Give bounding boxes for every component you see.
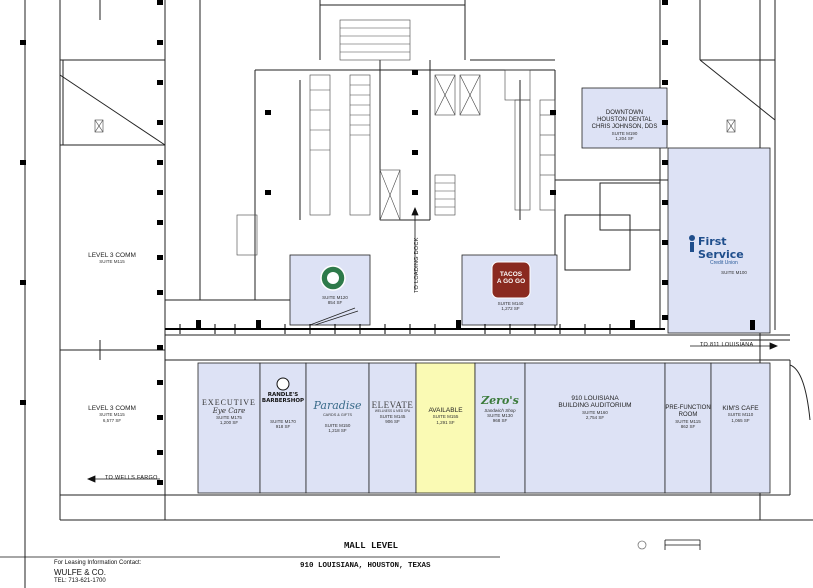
elevate-logo: ELEVATE	[371, 400, 414, 410]
starbucks-logo-inner	[327, 272, 339, 284]
level3-top-suite: SUITE M115	[99, 259, 125, 265]
m150-suite: SUITE M150	[324, 423, 351, 428]
first-service-suite: SUITE M100	[721, 270, 747, 276]
executive-logo: EXECUTIVE	[202, 398, 256, 407]
prefunction-line2: ROOM	[678, 411, 698, 418]
m155-sf: 1,291 SF	[436, 419, 455, 425]
tacos-logo-line2: A GO GO	[496, 278, 526, 286]
available-name: AVAILABLE	[428, 407, 463, 414]
m110-sf: 1,065 SF	[731, 417, 750, 423]
paradise-logo-sub: CARDS & GIFTS	[322, 412, 353, 417]
suite-m170-label: RANDLE'S BARBERSHOP SUITE M170 918 SF	[260, 392, 306, 429]
first-service-sub: Credit Union	[710, 260, 738, 267]
mall-level-title: MALL LEVEL	[344, 541, 399, 551]
suite-m140-label: SUITE M140 1,272 SF	[478, 301, 543, 311]
first-service-logo: First Service	[698, 235, 744, 261]
dental-line1: DOWNTOWN	[605, 110, 644, 116]
suite-m100-shape	[667, 147, 771, 334]
m145-sf: 906 SF	[385, 419, 400, 425]
dental-line2: HOUSTON DENTAL	[597, 116, 652, 123]
mall-suites	[197, 362, 771, 494]
stair-hatching	[94, 19, 736, 256]
to-loading-dock-label: TO LOADING DOCK	[414, 237, 420, 293]
m115-pre-sf: 862 SF	[680, 423, 696, 429]
contact-line1: For Leasing Information Contact:	[54, 560, 142, 566]
suite-m130-label: Zero's Sandwich Shop SUITE M130 968 SF	[475, 394, 525, 423]
kims-cafe-name: KIM'S CAFE	[722, 405, 759, 412]
m150-sf: 1,218 SF	[328, 428, 347, 434]
to-wells-fargo-label: TO WELLS FARGO	[105, 475, 158, 481]
level3-bottom-name: LEVEL 3 COMM	[88, 405, 136, 412]
randles-logo-sub: BARBERSHOP	[261, 398, 305, 405]
m175-sf: 1,200 SF	[219, 420, 239, 426]
first-service-icon	[689, 235, 695, 241]
executive-logo-sub: Eye Care	[212, 407, 246, 416]
level3-top-name: LEVEL 3 COMM	[88, 252, 136, 259]
auditorium-line1: 910 LOUISIANA	[571, 395, 619, 402]
address-line: 910 LOUISIANA, HOUSTON, TEXAS	[300, 562, 431, 570]
prefunction-line1: PRE-FUNCTION	[665, 405, 711, 411]
starbucks-sf: 854 SF	[327, 300, 343, 306]
suite-m175-label: EXECUTIVE Eye Care SUITE M175 1,200 SF	[198, 398, 260, 426]
m170-sf: 918 SF	[275, 423, 291, 429]
paradise-logo: Paradise	[313, 399, 362, 412]
suite-m190-shape	[581, 87, 668, 149]
suite-m150-label: Paradise CARDS & GIFTS SUITE M150 1,218 …	[306, 399, 369, 434]
tacos-logo-line1: TACOS	[499, 271, 523, 278]
dental-sf: 1,204 SF	[615, 135, 634, 141]
zeros-logo: Zero's	[481, 394, 519, 407]
north-arrow	[637, 540, 647, 550]
dental-line3: CHRIS JOHNSON, DDS	[591, 123, 658, 130]
level3-bottom-suite: SUITE M115	[99, 412, 125, 418]
dental-suite: SUITE M190	[611, 130, 638, 136]
elevate-logo-sub: WELLNESS & MED SPA	[374, 409, 411, 414]
suite-m120-label: SUITE M120 854 SF	[300, 295, 370, 305]
to-811-louisiana-label: TO 811 LOUISIANA	[700, 342, 754, 348]
randles-logo: RANDLE'S	[267, 392, 299, 398]
contact-line3: TEL: 713-621-1700	[54, 578, 106, 584]
ramp-lines	[309, 307, 359, 326]
suite-m100-label: First Service Credit Union SUITE M100	[698, 235, 770, 276]
zeros-logo-sub: Sandwich Shop	[484, 407, 516, 413]
m160-suite: SUITE M160	[582, 409, 608, 415]
suite-m110-label: KIM'S CAFE SUITE M110 1,065 SF	[711, 405, 770, 423]
suite-m115-prefunction-label: PRE-FUNCTION ROOM SUITE M115 862 SF	[665, 405, 711, 429]
barber-logo	[276, 377, 290, 391]
m130-sf: 968 SF	[492, 417, 508, 423]
tacos-sf: 1,272 SF	[501, 306, 520, 312]
suite-m190-label: DOWNTOWN HOUSTON DENTAL CHRIS JOHNSON, D…	[582, 110, 667, 141]
m175-suite: SUITE M175	[216, 415, 242, 421]
level3-comm-bottom-label: LEVEL 3 COMM SUITE M115 6,577 SF	[62, 405, 162, 423]
m155-suite: SUITE M155	[432, 414, 459, 420]
tacos-logo-text: TACOS A GO GO	[492, 271, 530, 286]
suite-m155-label: AVAILABLE SUITE M155 1,291 SF	[416, 407, 475, 425]
direction-arrows	[86, 206, 779, 483]
starbucks-suite: SUITE M120	[322, 295, 348, 300]
m130-suite: SUITE M130	[487, 412, 513, 418]
tacos-logo	[491, 261, 531, 299]
suite-m145-label: ELEVATE WELLNESS & MED SPA SUITE M145 90…	[369, 400, 416, 424]
m115-pre-suite: SUITE M115	[675, 418, 701, 424]
m110-suite: SUITE M110	[727, 412, 754, 418]
structural-columns	[20, 0, 755, 485]
m160-sf: 2,754 SF	[585, 415, 605, 421]
first-service-icon-body	[690, 242, 694, 252]
m170-suite: SUITE M170	[270, 418, 296, 424]
level3-comm-top-label: LEVEL 3 COMM SUITE M115	[62, 252, 162, 265]
glazing-mullions	[179, 324, 611, 334]
suite-m160-label: 910 LOUISIANA BUILDING AUDITORIUM SUITE …	[525, 395, 665, 420]
title-block	[0, 539, 701, 558]
m145-suite: SUITE M145	[379, 414, 406, 420]
auditorium-line2: BUILDING AUDITORIUM	[558, 402, 632, 410]
tacos-suite: SUITE M140	[497, 301, 524, 306]
contact-line2: WULFE & CO.	[54, 568, 107, 577]
level3-bottom-sf: 6,577 SF	[102, 417, 122, 423]
